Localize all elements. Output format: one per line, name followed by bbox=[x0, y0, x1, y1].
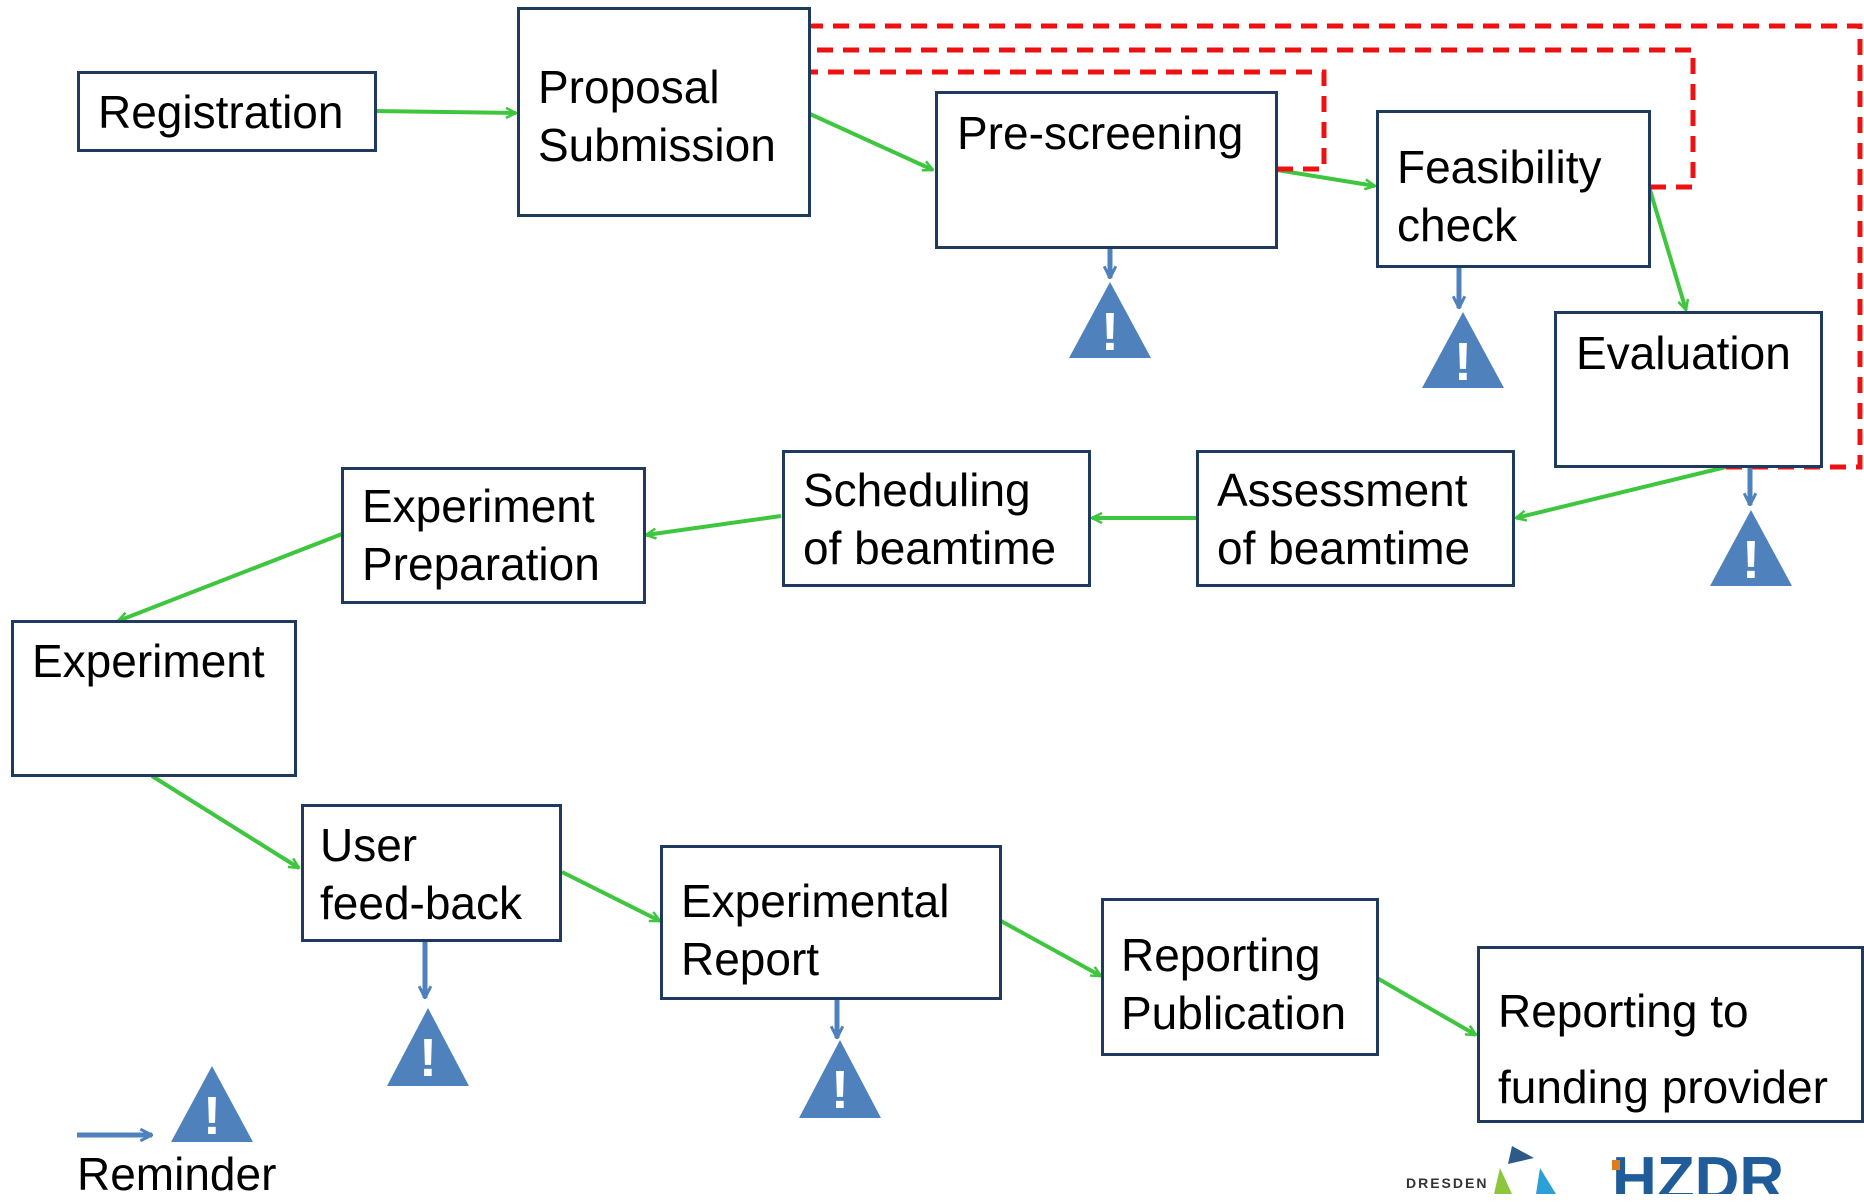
node-user-feedback bbox=[301, 804, 562, 942]
flow-feasibility-to-evaluation bbox=[1648, 189, 1686, 310]
reminder-warning-icon-feasibility: ! bbox=[1422, 312, 1504, 392]
node-reporting-publication bbox=[1101, 898, 1379, 1056]
flow-proposal-to-prescreening bbox=[809, 112, 933, 172]
node-experimental-report-label: Experimental Report bbox=[681, 875, 950, 985]
svg-text:!: ! bbox=[831, 1060, 849, 1120]
node-experiment-preparation-label: Experiment Preparation bbox=[362, 480, 600, 590]
node-scheduling-of-beamtime-label: Scheduling of beamtime bbox=[803, 464, 1057, 574]
reminder-warning-icon-user-feedback: ! bbox=[387, 1008, 469, 1088]
flow-experiment-to-feedback bbox=[150, 774, 299, 870]
svg-text:!: ! bbox=[1454, 332, 1472, 392]
node-reporting-to-funding-provider bbox=[1477, 946, 1864, 1123]
flow-evaluation-to-assessment bbox=[1516, 465, 1727, 518]
svg-text:!: ! bbox=[203, 1086, 221, 1146]
node-experiment bbox=[11, 620, 297, 777]
node-feasibility-check-label: Feasibility check bbox=[1397, 141, 1602, 251]
node-proposal-submission-label: Proposal Submission bbox=[538, 61, 776, 171]
feedback-prescreening-to-proposal bbox=[800, 72, 1327, 172]
node-reporting-publication-label: Reporting Publication bbox=[1121, 929, 1347, 1039]
svg-text:HZDR: HZDR bbox=[1612, 1145, 1784, 1194]
node-experiment-label: Experiment bbox=[32, 635, 265, 687]
node-assessment-of-beamtime bbox=[1196, 450, 1515, 587]
reminder-warning-icon-evaluation: ! bbox=[1710, 510, 1792, 590]
flow-report-to-publication bbox=[1000, 919, 1101, 978]
flow-feedback-to-report bbox=[561, 870, 660, 923]
node-assessment-of-beamtime-label: Assessment of beamtime bbox=[1217, 464, 1471, 574]
svg-text:!: ! bbox=[1742, 530, 1760, 590]
node-pre-screening-label: Pre-screening bbox=[957, 107, 1244, 159]
node-evaluation-label: Evaluation bbox=[1576, 327, 1791, 379]
flow-publication-to-funding bbox=[1376, 976, 1476, 1037]
legend-reminder-label: Reminder bbox=[77, 1148, 277, 1200]
legend-warning-icon: ! bbox=[171, 1066, 253, 1146]
svg-text:!: ! bbox=[1101, 302, 1119, 362]
node-scheduling-of-beamtime bbox=[782, 450, 1091, 587]
flow-scheduling-to-preparation bbox=[646, 514, 782, 535]
node-reporting-to-funding-provider-label: Reporting to funding provider bbox=[1498, 985, 1828, 1113]
node-evaluation bbox=[1554, 311, 1823, 468]
node-user-feedback-label: User feed-back bbox=[320, 819, 523, 929]
svg-text:DRESDEN: DRESDEN bbox=[1406, 1175, 1488, 1191]
node-registration-label: Registration bbox=[98, 86, 344, 138]
feedback-feasibility-to-proposal bbox=[806, 50, 1696, 190]
node-feasibility-check bbox=[1376, 110, 1651, 268]
reminder-warning-icon-experimental-report: ! bbox=[799, 1040, 881, 1120]
node-proposal-submission bbox=[517, 7, 811, 217]
svg-text:!: ! bbox=[419, 1028, 437, 1088]
flow-registration-to-proposal bbox=[375, 111, 516, 113]
node-experimental-report bbox=[660, 845, 1002, 1000]
node-experiment-preparation bbox=[341, 467, 646, 604]
hzdr-logo: DRESDEN HZDR bbox=[1406, 1145, 1784, 1194]
reminder-warning-icon-prescreening: ! bbox=[1069, 282, 1151, 362]
node-registration bbox=[77, 71, 377, 152]
flow-prescreening-to-feasibility bbox=[1276, 168, 1375, 186]
node-pre-screening bbox=[935, 91, 1278, 249]
flow-preparation-to-experiment bbox=[118, 532, 343, 621]
